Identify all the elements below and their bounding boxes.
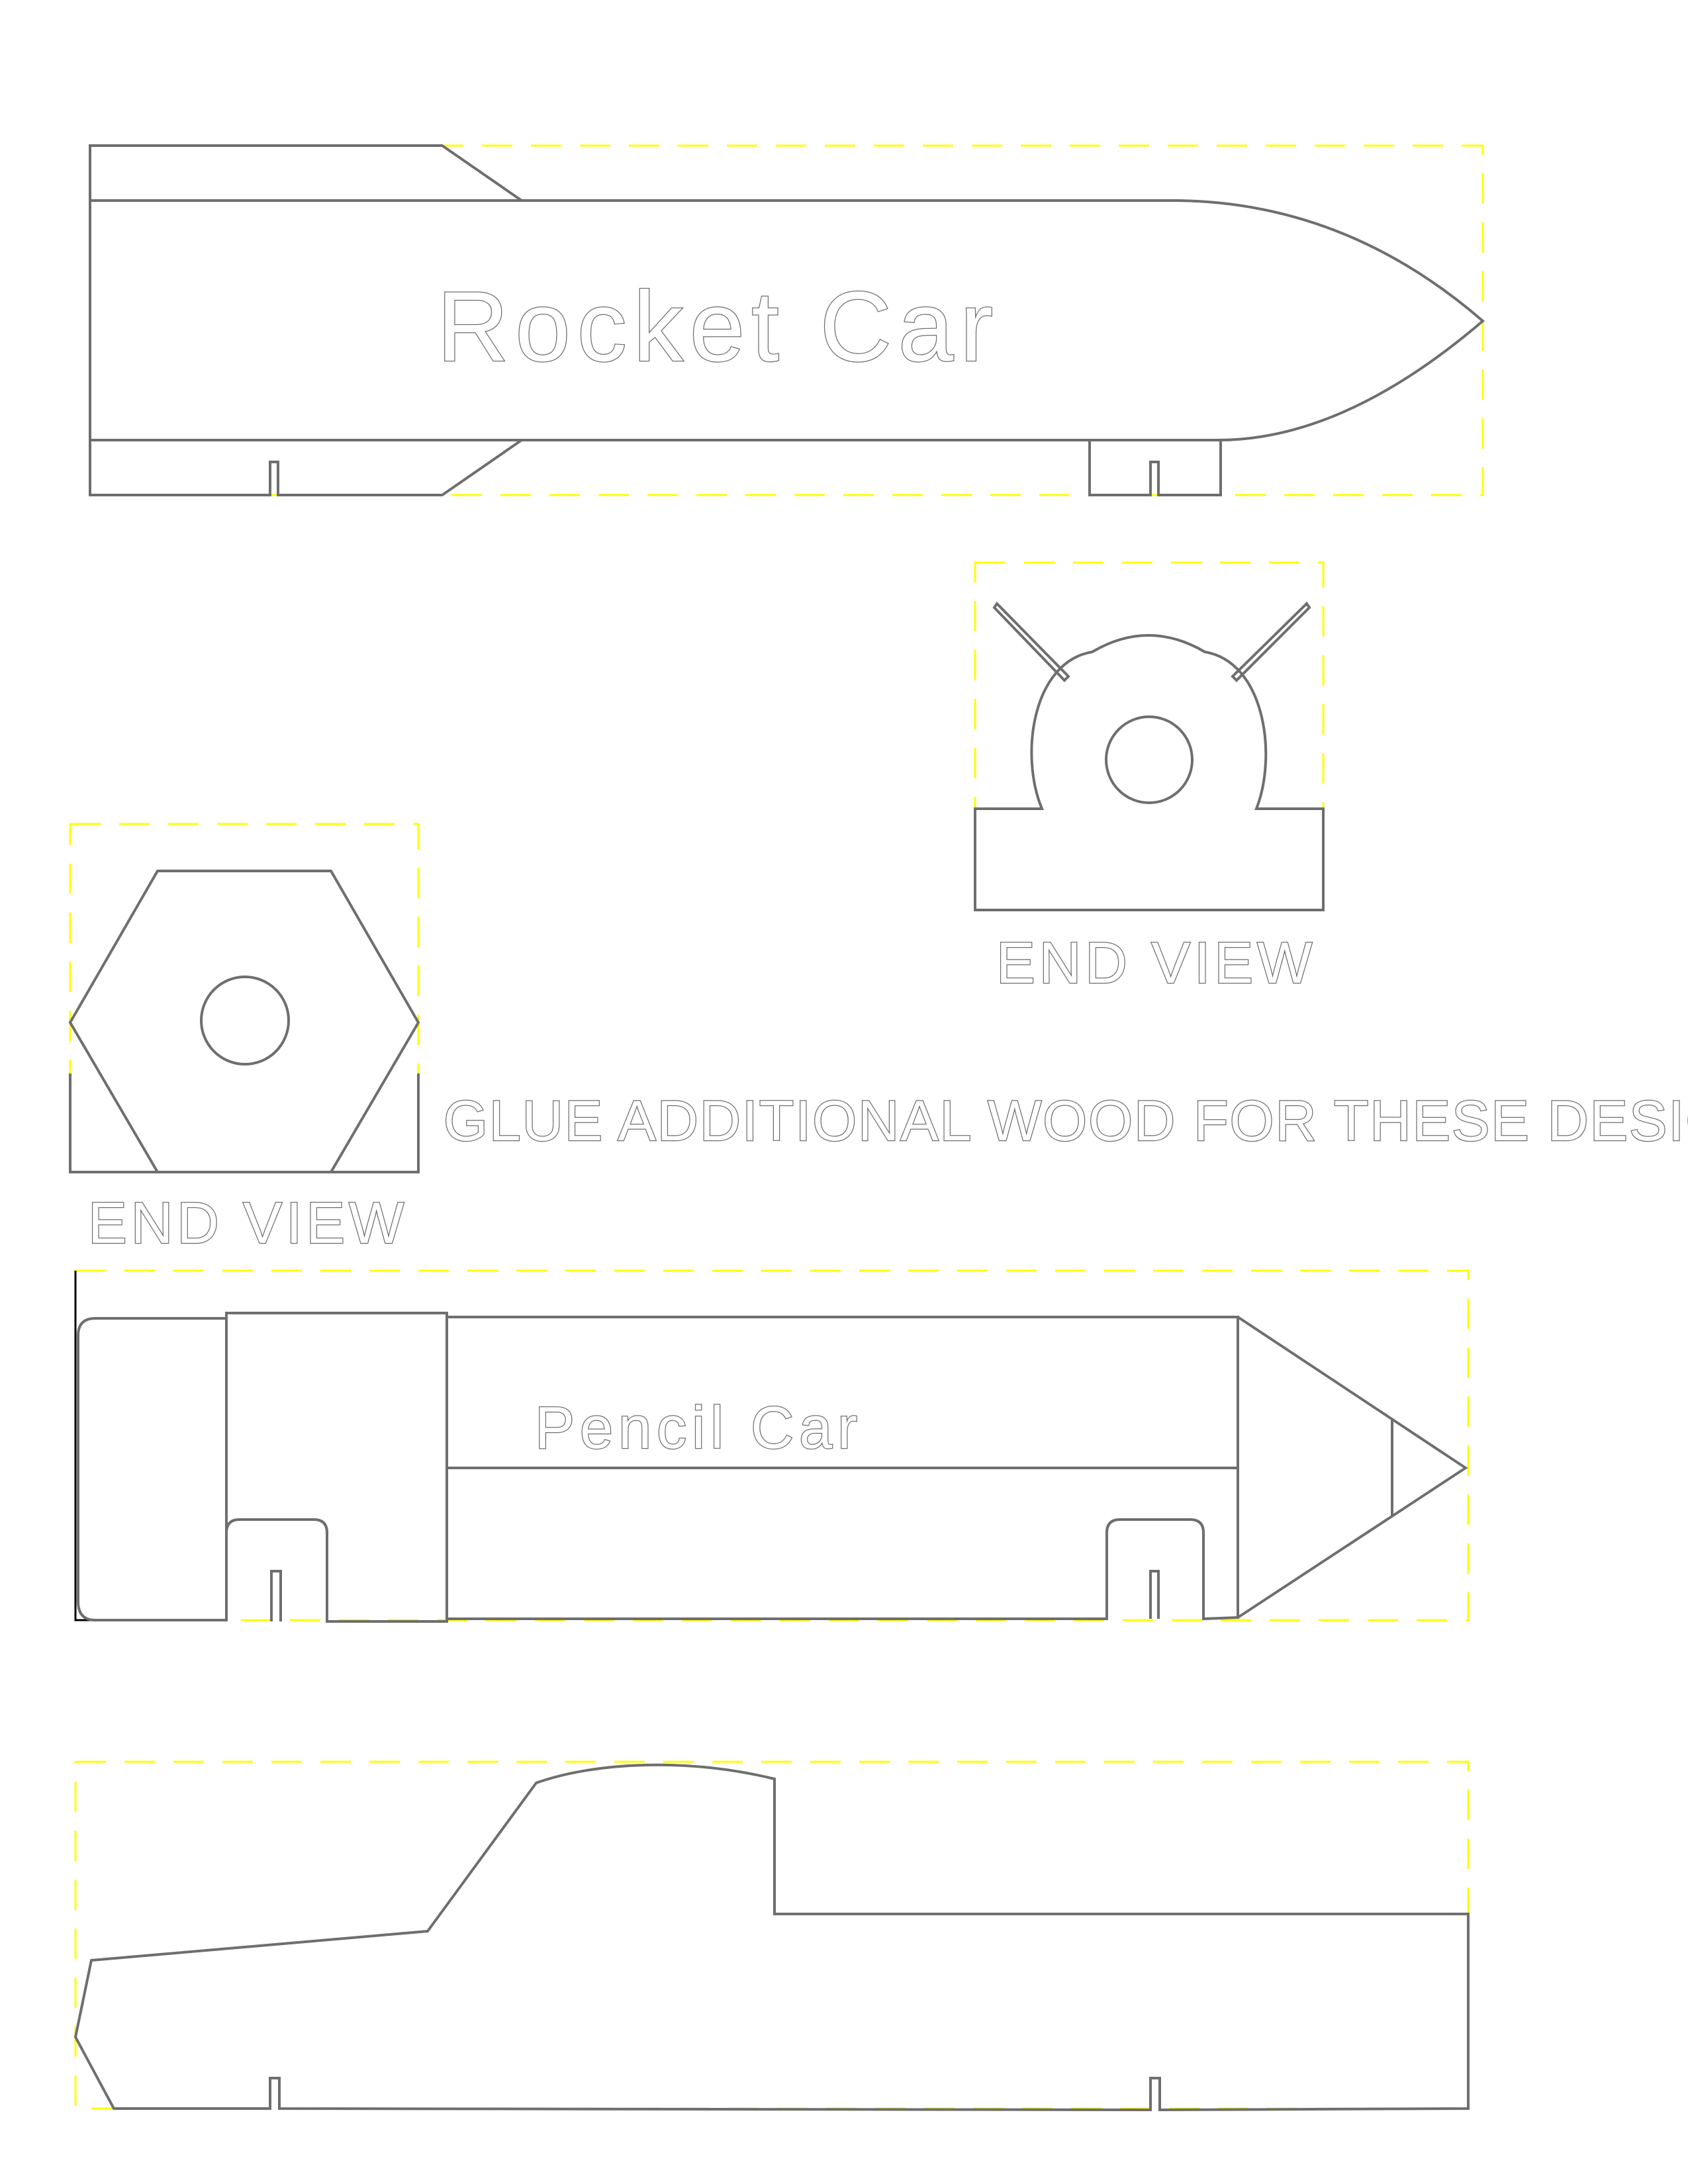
rocket-car-end-view: END VIEW: [974, 561, 1325, 996]
glue-note: GLUE ADDITIONAL WOOD FOR THESE DESIGNS: [444, 1089, 1688, 1153]
rocket-end-view-right-fin: [1231, 601, 1311, 682]
truck-wood-blank-outline: [74, 1760, 1470, 2110]
rocket-end-view-caption: END VIEW: [996, 930, 1316, 995]
pencil-car-end-view: END VIEW: [68, 823, 420, 1256]
rocket-car-side-view: Rocket Car: [89, 144, 1485, 496]
truck-body-outline: [73, 1763, 1470, 2112]
pencil-car-barrel-outline: [447, 1316, 1239, 1621]
pencil-car-eraser-end: [77, 1317, 226, 1621]
pencil-end-view-left-wedge: [69, 1073, 158, 1173]
pencil-end-view-right-wedge: [331, 1073, 420, 1173]
pencil-car-rear-axle-slot: [1149, 1570, 1160, 1619]
pencil-end-view-wood-blank-outline: [69, 823, 420, 1173]
pencil-car-side-view: Pencil Car: [74, 1269, 1470, 1623]
pencil-car-sharpened-tip: [1237, 1316, 1468, 1619]
rocket-end-view-profile: [974, 634, 1325, 911]
pencil-car-front-axle-slot: [270, 1570, 282, 1621]
pencil-end-view-axle-hole: [200, 976, 290, 1066]
pencil-car-title: Pencil Car: [535, 1395, 863, 1461]
rocket-car-rear-axle-block: [1088, 440, 1222, 496]
pickup-truck-side-view: [73, 1760, 1470, 2112]
pencil-car-ferrule-band: [225, 1312, 448, 1623]
rocket-end-view-wood-blank-outline: [974, 561, 1325, 911]
rocket-car-body-outline: [89, 144, 1485, 496]
rocket-end-view-axle-hole: [1105, 715, 1194, 804]
pencil-end-view-caption: END VIEW: [88, 1190, 408, 1255]
rocket-end-view-left-fin: [992, 601, 1070, 682]
pencil-end-view-hexagon: [68, 870, 420, 1173]
rocket-car-title: Rocket Car: [437, 271, 1000, 382]
